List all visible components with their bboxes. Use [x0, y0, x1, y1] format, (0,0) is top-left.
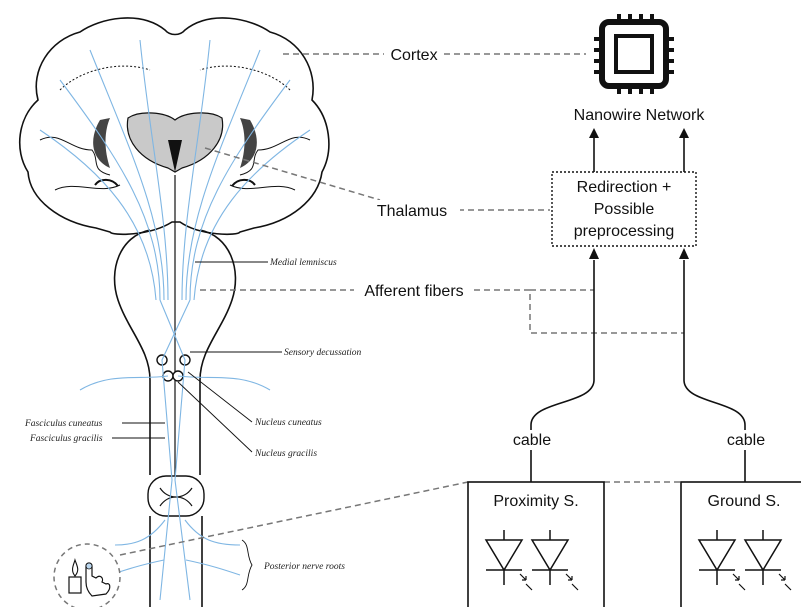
label-redirection-line1: Redirection +	[577, 179, 672, 196]
label-proximity-sensor: Proximity S.	[493, 493, 578, 510]
brain-illustration	[20, 18, 329, 607]
spinal-cord-section	[148, 476, 204, 516]
label-nucleus-gracilis: Nucleus gracilis	[254, 449, 317, 459]
label-nanowire-network: Nanowire Network	[574, 107, 706, 124]
label-posterior-nerve-roots: Posterior nerve roots	[263, 562, 345, 572]
label-cable-left: cable	[513, 432, 551, 449]
cpu-chip-icon	[594, 14, 674, 94]
label-medial-lemniscus: Medial lemniscus	[269, 258, 337, 268]
hand-touch-icon	[54, 544, 120, 607]
label-nucleus-cuneatus: Nucleus cuneatus	[254, 418, 322, 428]
cable-lines	[531, 248, 745, 482]
label-sensory-decussation: Sensory decussation	[284, 348, 362, 358]
label-thalamus: Thalamus	[377, 203, 447, 220]
label-cable-right: cable	[727, 432, 765, 449]
label-redirection-line2: Possible	[594, 201, 655, 218]
arrows-to-network	[589, 128, 689, 172]
label-afferent-fibers: Afferent fibers	[364, 283, 463, 300]
label-fasciculus-cuneatus: Fasciculus cuneatus	[24, 419, 103, 429]
label-fasciculus-gracilis: Fasciculus gracilis	[29, 434, 103, 444]
label-ground-sensor: Ground S.	[708, 493, 781, 510]
label-redirection-line3: preprocessing	[574, 223, 675, 240]
label-cortex: Cortex	[390, 47, 437, 64]
